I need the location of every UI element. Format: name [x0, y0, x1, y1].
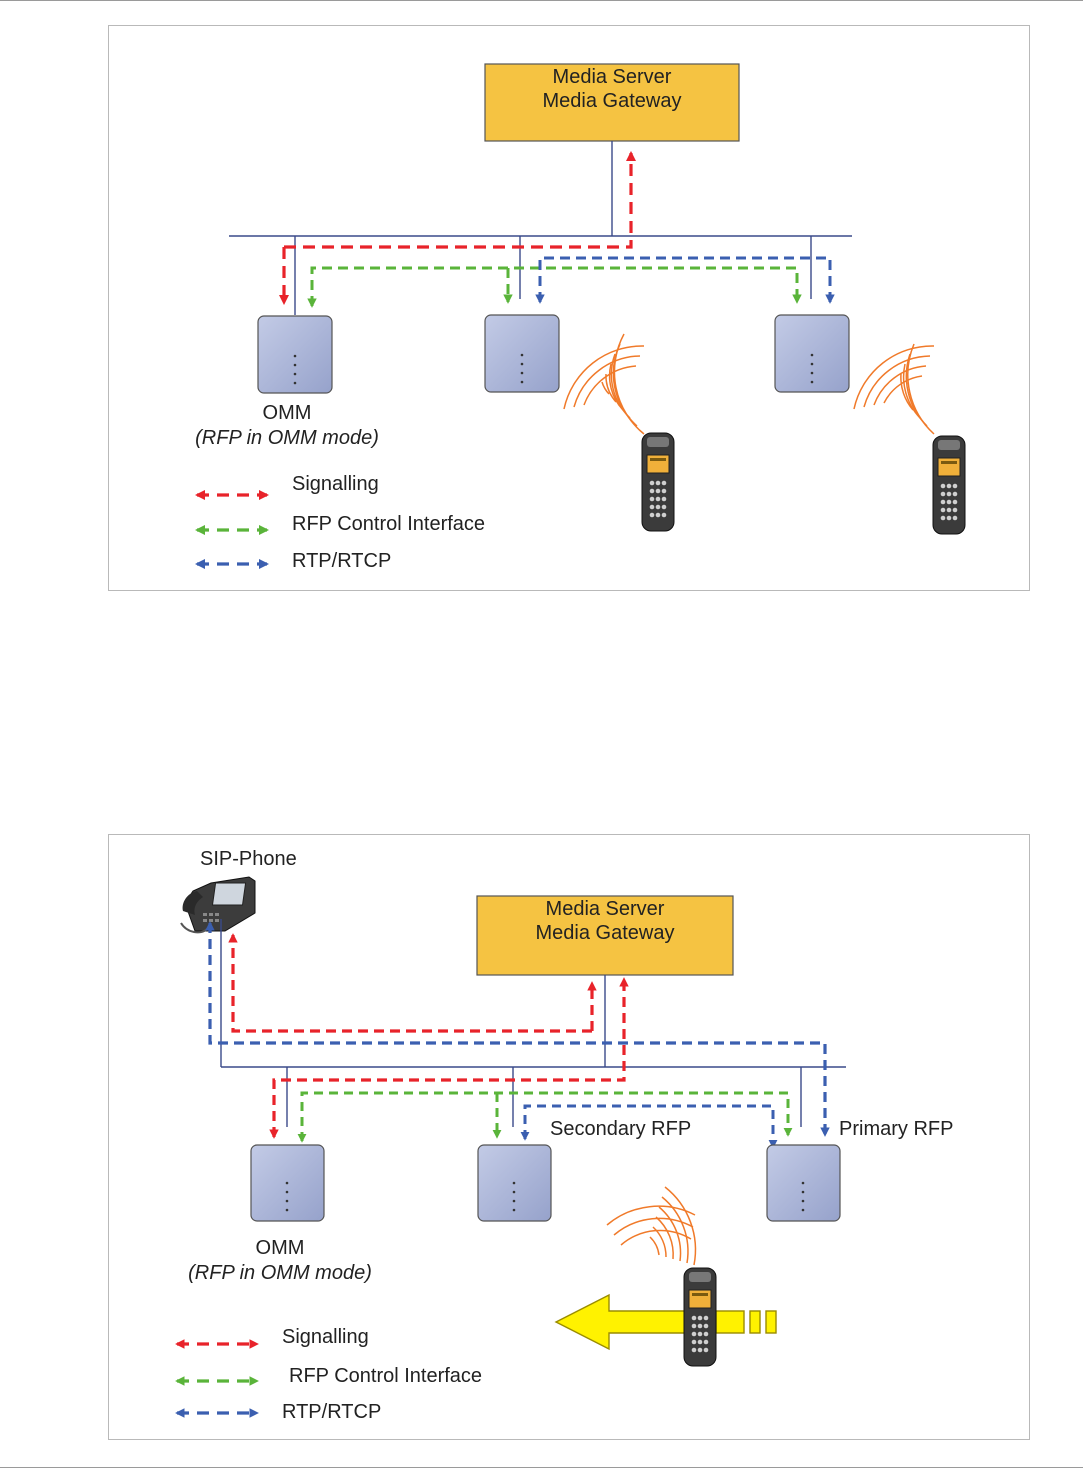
signalling-path: [284, 153, 631, 247]
primary-rfp-label: Primary RFP: [839, 1118, 953, 1141]
media-server-line-2: Media Gateway: [485, 89, 739, 113]
signalling-omm-path: [274, 979, 624, 1137]
omm-label: OMM: [256, 1237, 305, 1260]
radio-waves-icon: [607, 1187, 695, 1265]
dect-handset-icon: [642, 433, 674, 531]
legend-signalling-label: Signalling: [282, 1326, 369, 1349]
rfp-omm: [251, 1145, 324, 1221]
network-lines: [229, 141, 852, 315]
radio-waves-icon: [564, 334, 644, 434]
legend-signalling-label: Signalling: [292, 473, 379, 496]
dect-handset-icon: [684, 1268, 716, 1366]
secondary-rfp-label: Secondary RFP: [550, 1118, 691, 1141]
sip-phone-label: SIP-Phone: [200, 848, 297, 871]
legend-control-label: RFP Control Interface: [292, 513, 485, 536]
media-server-line-1: Media Server: [485, 65, 739, 89]
radio-waves-icon: [854, 344, 934, 434]
diagram-1: Media Server Media Gateway OMM (RFP in O…: [108, 25, 1030, 591]
rfp-2: [485, 315, 559, 392]
omm-label: OMM: [263, 402, 312, 425]
diagram-2: SIP-Phone Media Server Media Gateway Sec…: [108, 834, 1030, 1440]
omm-sublabel: (RFP in OMM mode): [188, 1262, 372, 1285]
omm-sublabel-text: (RFP in OMM mode): [188, 1262, 372, 1284]
omm-sublabel: (RFP in OMM mode): [195, 427, 379, 450]
omm-sublabel-text: (RFP in OMM mode): [195, 427, 379, 449]
legend-rtp-label: RTP/RTCP: [282, 1401, 381, 1424]
sip-phone-icon: [181, 877, 255, 932]
top-rule: [0, 0, 1083, 1]
dect-handset-icon: [933, 436, 965, 534]
media-server-line-2: Media Gateway: [477, 921, 733, 945]
rfp-secondary: [478, 1145, 551, 1221]
rfp-primary: [767, 1145, 840, 1221]
media-server-line-1: Media Server: [477, 897, 733, 921]
rfp-omm: [258, 316, 332, 393]
control-path: [312, 268, 797, 306]
rtp-path: [540, 258, 830, 302]
legend-control-label: RFP Control Interface: [289, 1365, 482, 1388]
movement-arrow-icon: [556, 1295, 776, 1349]
rfp-3: [775, 315, 849, 392]
legend-rtp-label: RTP/RTCP: [292, 550, 391, 573]
media-server-label: Media Server Media Gateway: [485, 65, 739, 113]
media-server-label: Media Server Media Gateway: [477, 897, 733, 945]
control-path: [302, 1093, 788, 1141]
